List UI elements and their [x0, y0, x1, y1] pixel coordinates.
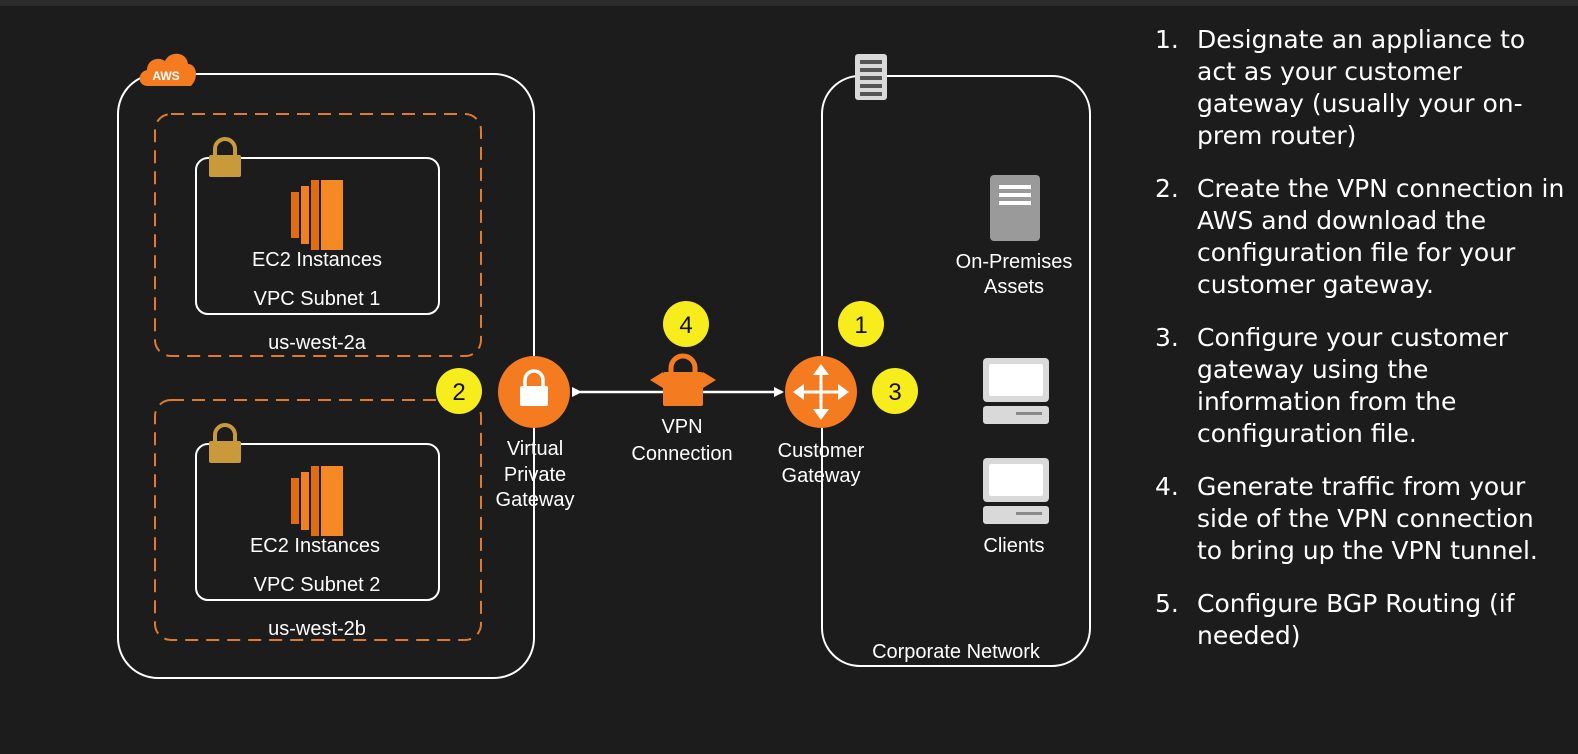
step-item-5: 5. Configure BGP Routing (if needed) [1155, 588, 1565, 652]
corporate-network-boundary [821, 75, 1091, 667]
step-text: Generate traffic from your side of the V… [1197, 472, 1538, 565]
ec2-instances-label: EC2 Instances [252, 249, 382, 271]
step-marker-1-label: 1 [854, 312, 867, 339]
step-marker-2: 2 [436, 368, 482, 414]
step-number: 5. [1155, 589, 1179, 618]
ec2-instances-label: EC2 Instances [250, 535, 380, 557]
vpc-subnet-2-box [195, 443, 440, 601]
lock-icon [209, 423, 241, 463]
on-premises-server-icon [990, 175, 1040, 241]
customer-gateway-icon [785, 356, 857, 428]
step-item-1: 1. Designate an appliance to act as your… [1155, 24, 1565, 152]
aws-badge-label: AWS [152, 69, 179, 83]
corporate-network-label: Corporate Network [872, 641, 1041, 663]
step-marker-3: 3 [872, 368, 918, 414]
setup-steps-list: 1. Designate an appliance to act as your… [1155, 24, 1565, 673]
availability-zone-b [154, 399, 482, 641]
aws-cloud-icon: AWS [139, 53, 197, 86]
cgw-label-line1: Customer [778, 440, 865, 462]
clients-label: Clients [983, 535, 1044, 557]
vpn-connection-icon [650, 353, 716, 406]
corporate-building-icon [855, 54, 887, 100]
vpc-subnet-2-label: VPC Subnet 2 [254, 574, 381, 596]
window-top-strip [0, 0, 1578, 6]
az-us-west-2a-label: us-west-2a [268, 332, 367, 354]
az-us-west-2b-label: us-west-2b [268, 618, 366, 640]
ec2-instances-icon [291, 180, 343, 250]
vpn-label-line2: Connection [631, 443, 732, 465]
assets-label: Assets [984, 276, 1044, 298]
vpn-label-line1: VPN [661, 416, 702, 438]
step-item-3: 3. Configure your customer gateway using… [1155, 322, 1565, 450]
step-text: Configure BGP Routing (if needed) [1197, 589, 1515, 650]
step-number: 3. [1155, 323, 1179, 352]
on-premises-label: On-Premises [956, 251, 1073, 273]
step-text: Configure your customer gateway using th… [1197, 323, 1508, 448]
step-text: Designate an appliance to act as your cu… [1197, 25, 1526, 150]
availability-zone-a [154, 113, 482, 357]
vpg-label-line3: Gateway [496, 489, 575, 511]
step-number: 2. [1155, 174, 1179, 203]
step-marker-1: 1 [838, 301, 884, 347]
step-item-2: 2. Create the VPN connection in AWS and … [1155, 173, 1565, 301]
step-number: 4. [1155, 472, 1179, 501]
step-marker-2-label: 2 [452, 379, 465, 406]
lock-icon [209, 137, 241, 177]
step-marker-4-label: 4 [679, 312, 692, 339]
virtual-private-gateway-icon [498, 356, 570, 428]
client-computer-icon [983, 458, 1049, 524]
ec2-instances-icon [291, 466, 343, 536]
vpc-subnet-1-box [195, 157, 440, 315]
step-item-4: 4. Generate traffic from your side of th… [1155, 471, 1565, 567]
vpg-label-line2: Private [504, 464, 566, 486]
cgw-label-line2: Gateway [782, 465, 861, 487]
client-computer-icon [983, 358, 1049, 424]
step-marker-4: 4 [663, 301, 709, 347]
step-number: 1. [1155, 25, 1179, 54]
vpc-subnet-1-label: VPC Subnet 1 [254, 288, 381, 310]
step-marker-3-label: 3 [888, 379, 901, 406]
vpg-label-line1: Virtual [507, 438, 563, 460]
step-text: Create the VPN connection in AWS and dow… [1197, 174, 1565, 299]
